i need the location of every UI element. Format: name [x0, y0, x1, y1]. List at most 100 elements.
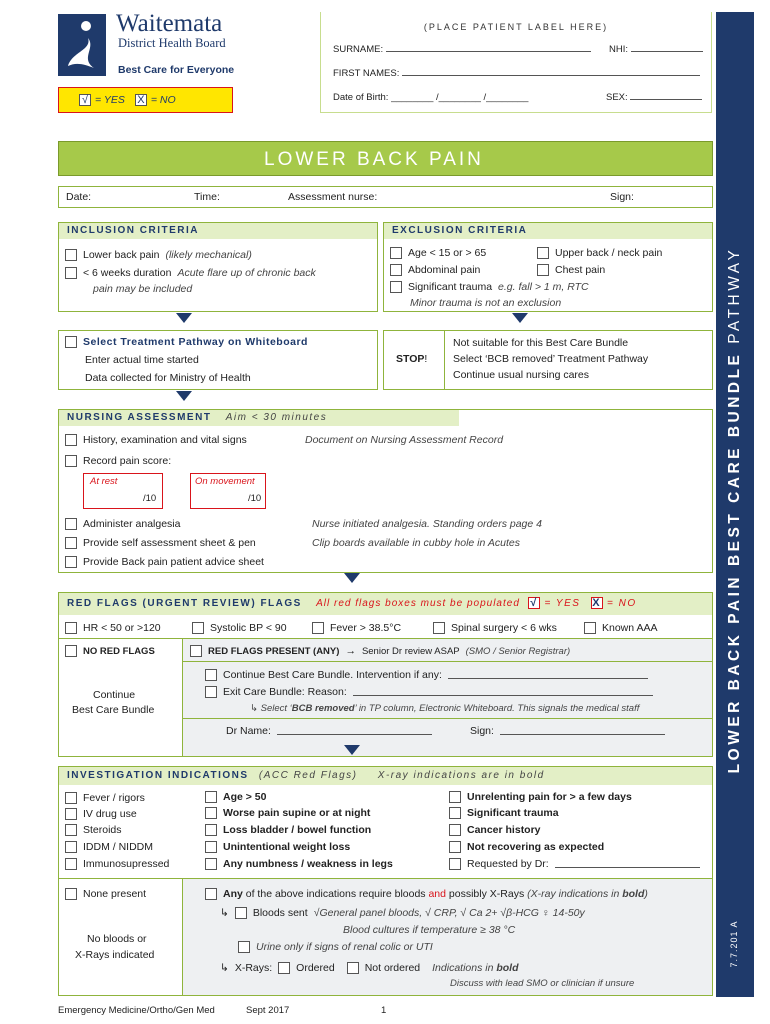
urine-check[interactable]: Urine only if signs of renal colic or UT… [238, 941, 433, 953]
pain-on-movement-label: On movement [195, 476, 255, 487]
sex-field[interactable]: SEX: [606, 92, 703, 103]
patient-label-area[interactable]: (PLACE PATIENT LABEL HERE) SURNAME: NHI:… [320, 12, 712, 113]
no-red-flags-check[interactable]: NO RED FLAGS [65, 645, 155, 657]
form-code: 7.7.201 A [729, 920, 739, 968]
exclusion-chest[interactable]: Chest pain [537, 264, 605, 276]
nursing-title: NURSING ASSESSMENT Aim < 30 minutes [59, 410, 459, 426]
legend-no: = NO [150, 94, 176, 106]
divider [58, 878, 713, 879]
check-icon: √ [528, 597, 541, 610]
advice-sheet-check[interactable]: Provide Back pain patient advice sheet [65, 556, 264, 568]
assessment-row [58, 186, 713, 208]
cultures-note: Blood cultures if temperature ≥ 38 °C [343, 924, 516, 936]
stop-cell [383, 330, 445, 390]
inv-iv-drug[interactable]: IV drug use [65, 808, 137, 820]
divider [182, 638, 183, 757]
exclusion-age[interactable]: Age < 15 or > 65 [390, 247, 486, 259]
bloods-sent-check[interactable]: ↳Bloods sent√General panel bloods, √ CRP… [220, 907, 585, 919]
flags-present-check[interactable]: RED FLAGS PRESENT (ANY)→Senior Dr review… [190, 645, 570, 657]
not-suitable-3: Continue usual nursing cares [453, 369, 589, 381]
inv-not-recovering[interactable]: Not recovering as expected [449, 841, 604, 853]
exclusion-note: Minor trauma is not an exclusion [410, 297, 562, 309]
inv-fever[interactable]: Fever / rigors [65, 792, 145, 804]
exclusion-upper-back[interactable]: Upper back / neck pain [537, 247, 662, 259]
dr-sign-field[interactable]: Sign: [470, 725, 665, 737]
xray-ordered-check [278, 962, 291, 974]
down-arrow-icon [176, 313, 192, 323]
inclusion-low-back-pain[interactable]: Lower back pain(likely mechanical) [65, 249, 252, 261]
analgesia-check[interactable]: Administer analgesia [65, 518, 180, 530]
flag-bp[interactable]: Systolic BP < 90 [192, 622, 287, 634]
inv-weight[interactable]: Unintentional weight loss [205, 841, 350, 853]
data-collected: Data collected for Ministry of Health [85, 372, 251, 384]
self-assessment-note: Clip boards available in cubby hole in A… [312, 537, 520, 549]
history-note: Document on Nursing Assessment Record [305, 434, 504, 446]
bloods-shade [183, 879, 712, 995]
divider [58, 638, 713, 639]
inv-iddm[interactable]: IDDM / NIDDM [65, 841, 153, 853]
side-banner [716, 12, 754, 997]
pain-score-check[interactable]: Record pain score: [65, 455, 171, 467]
dr-name-field[interactable]: Dr Name: [226, 725, 432, 737]
down-arrow-icon [512, 313, 528, 323]
inv-bladder[interactable]: Loss bladder / bowel function [205, 824, 371, 836]
date-field[interactable]: Date: [66, 191, 92, 203]
no-bloods-label: No bloods or [87, 933, 147, 945]
dob-field[interactable]: Date of Birth: ________ /________ /_____… [333, 92, 529, 103]
inv-numbness[interactable]: Any numbness / weakness in legs [205, 858, 393, 870]
flag-fever[interactable]: Fever > 38.5°C [312, 622, 401, 634]
red-flags-section: RED FLAGS (URGENT REVIEW) FLAGS All red … [58, 592, 713, 757]
inv-unrelenting[interactable]: Unrelenting pain for > a few days [449, 791, 632, 803]
inv-requested[interactable]: Requested by Dr: [449, 858, 700, 870]
any-indication-check[interactable]: Any of the above indications require blo… [205, 888, 648, 900]
stop-label: STOP! [396, 353, 428, 365]
xray-row[interactable]: ↳ X-Rays: Ordered Not ordered Indication… [220, 962, 519, 974]
patient-label-title: (PLACE PATIENT LABEL HERE) [423, 22, 609, 32]
down-arrow-icon [176, 391, 192, 401]
exclusion-abdominal[interactable]: Abdominal pain [390, 264, 480, 276]
inclusion-note: pain may be included [93, 283, 193, 295]
org-subtitle: District Health Board [118, 36, 226, 50]
divider [182, 878, 183, 996]
cross-icon: X [590, 597, 603, 610]
inv-worse-pain[interactable]: Worse pain supine or at night [205, 807, 370, 819]
flag-spinal[interactable]: Spinal surgery < 6 wks [433, 622, 557, 634]
waitemata-logo-icon [58, 14, 106, 76]
not-suitable-1: Not suitable for this Best Care Bundle [453, 337, 629, 349]
surname-field[interactable]: SURNAME: [333, 44, 591, 55]
inclusion-section: INCLUSION CRITERIA [58, 222, 378, 312]
pathway-section [58, 330, 378, 390]
inv-immuno[interactable]: Immunosupressed [65, 858, 169, 870]
footer-date: Sept 2017 [246, 1005, 290, 1016]
page-title: LOWER BACK PAIN [264, 149, 484, 170]
analgesia-note: Nurse initiated analgesia. Standing orde… [312, 518, 542, 530]
nhi-field[interactable]: NHI: [609, 44, 703, 55]
page-title-banner: LOWER BACK PAIN [58, 141, 713, 176]
inv-trauma[interactable]: Significant trauma [449, 807, 559, 819]
footer-dept: Emergency Medicine/Ortho/Gen Med [58, 1005, 215, 1016]
history-check[interactable]: History, examination and vital signs [65, 434, 247, 446]
flag-aaa[interactable]: Known AAA [584, 622, 657, 634]
inv-steroids[interactable]: Steroids [65, 824, 122, 836]
continue-label-2: Best Care Bundle [72, 704, 155, 716]
first-names-field[interactable]: FIRST NAMES: [333, 68, 700, 79]
inv-cancer[interactable]: Cancer history [449, 824, 541, 836]
pain-at-rest[interactable] [83, 473, 163, 509]
red-flags-header: RED FLAGS (URGENT REVIEW) FLAGS All red … [59, 593, 712, 615]
exclusion-section: EXCLUSION CRITERIA [383, 222, 713, 312]
exit-bundle-check[interactable]: Exit Care Bundle: Reason: [205, 686, 653, 698]
continue-intervention-check[interactable]: Continue Best Care Bundle. Intervention … [205, 669, 648, 681]
flag-hr[interactable]: HR < 50 or >120 [65, 622, 161, 634]
self-assessment-check[interactable]: Provide self assessment sheet & pen [65, 537, 256, 549]
none-present-check[interactable]: None present [65, 888, 146, 900]
select-pathway-check[interactable]: Select Treatment Pathway on Whiteboard [65, 336, 308, 348]
enter-time: Enter actual time started [85, 354, 199, 366]
time-field[interactable]: Time: [194, 191, 220, 203]
sign-field[interactable]: Sign: [610, 191, 634, 203]
side-banner-text: LOWER BACK PAIN BEST CARE BUNDLE PATHWAY [726, 246, 743, 774]
pain-on-movement[interactable] [190, 473, 266, 509]
inv-age[interactable]: Age > 50 [205, 791, 266, 803]
nurse-field[interactable]: Assessment nurse: [288, 191, 378, 203]
